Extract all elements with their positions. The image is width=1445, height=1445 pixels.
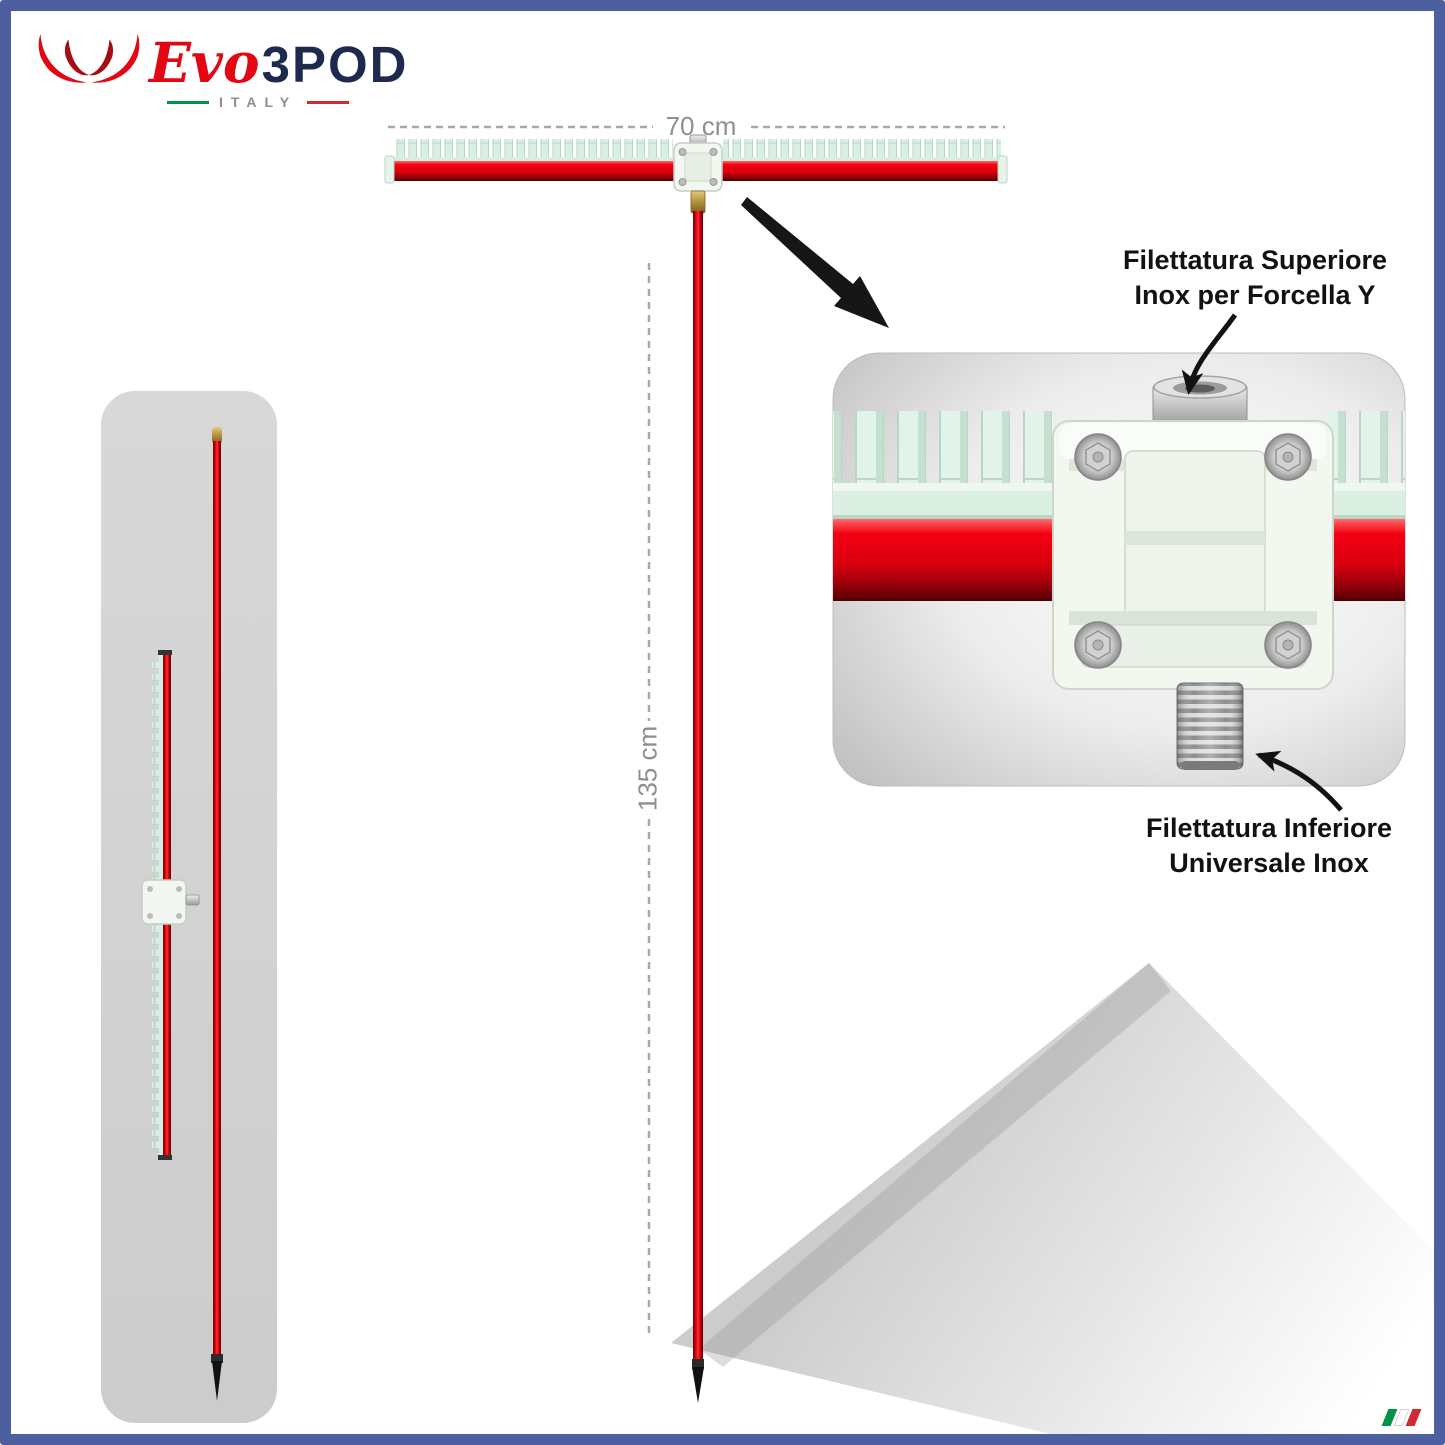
callout-top-line2: Inox per Forcella Y xyxy=(1134,280,1376,311)
red-dash xyxy=(307,100,350,104)
ground-shadow xyxy=(671,963,1434,1434)
side-view-panel xyxy=(101,391,277,1423)
callout-arrow-bottom xyxy=(1255,750,1343,812)
comb-end-cap-right xyxy=(997,155,1008,184)
callout-arrow-top xyxy=(1181,313,1238,395)
pole-shaft xyxy=(693,211,703,1363)
brand-name-3pod: 3POD xyxy=(261,36,409,93)
callout-bottom-thread: Filettatura Inferiore Universale Inox xyxy=(1119,811,1419,881)
brand-name-evo: Evo xyxy=(149,30,260,95)
callout-top-line1: Filettatura Superiore xyxy=(1122,245,1388,275)
width-dimension-label: 70 cm xyxy=(665,111,737,141)
pole-spike-tip xyxy=(692,1367,704,1403)
brand-country-label: ITALY xyxy=(219,94,298,110)
height-dimension-label: 135 cm xyxy=(632,725,663,812)
side-pole-spike xyxy=(212,1361,222,1401)
product-diagram xyxy=(101,125,1434,1434)
callout-bottom-line2: Universale Inox xyxy=(1169,848,1369,879)
side-pole xyxy=(213,441,221,1363)
hex-bolt-bottom-right xyxy=(1264,621,1312,669)
ground-spike-pole xyxy=(692,211,704,1403)
callout-arrows xyxy=(1181,313,1343,812)
detail-comb-teeth-right xyxy=(1326,411,1405,487)
brand-country-row: ITALY xyxy=(167,94,408,110)
callout-bottom-line1: Filettatura Inferiore xyxy=(1145,813,1393,843)
side-panel-background xyxy=(101,391,277,1423)
green-dash xyxy=(167,100,209,104)
side-joint-stud xyxy=(185,894,200,906)
comb-teeth-left xyxy=(394,139,673,161)
side-pole-brass-tip xyxy=(212,427,222,444)
callout-top-thread: Filettatura Superiore Inox per Forcella … xyxy=(1096,243,1414,313)
hex-bolt-top-right xyxy=(1264,433,1312,481)
detail-comb-teeth-left xyxy=(833,411,1059,487)
bull-horns-logo-icon xyxy=(38,33,140,83)
detail-pointer-arrow xyxy=(741,197,889,328)
italy-flag-icon xyxy=(1381,1409,1422,1426)
center-joint-block xyxy=(673,134,723,214)
hex-bolt-top-left xyxy=(1074,433,1122,481)
detail-panel xyxy=(832,352,1406,787)
joint-brass-fitting xyxy=(690,190,706,214)
comb-end-cap-left xyxy=(384,155,395,184)
comb-teeth-right xyxy=(723,139,1001,161)
hex-bolt-bottom-left xyxy=(1074,621,1122,669)
